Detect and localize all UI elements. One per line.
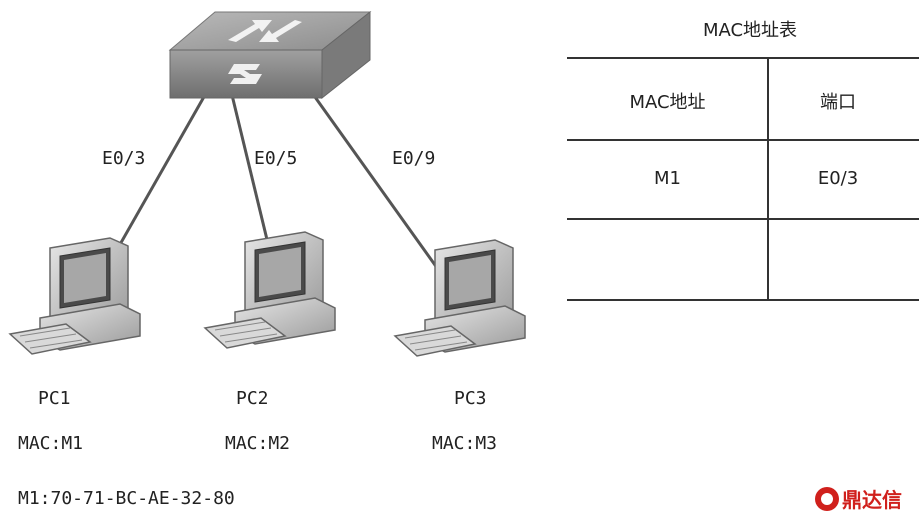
pc-name-2: PC2 xyxy=(236,388,269,409)
cable-e0-9 xyxy=(308,89,442,273)
brand-logo: 鼎达信 xyxy=(815,484,902,513)
pc-mac-1: MAC:M1 xyxy=(18,433,84,454)
mac-table-header-mac: MAC地址 xyxy=(629,92,706,113)
mac-table-header-port: 端口 xyxy=(820,92,856,113)
pc-mac-3: MAC:M3 xyxy=(432,433,498,454)
pc-icon xyxy=(393,239,526,357)
mac-table-cell-port: E0/3 xyxy=(817,168,859,189)
port-label-e0-9: E0/9 xyxy=(392,148,436,169)
mac-table-grid xyxy=(567,57,919,301)
cable-e0-5 xyxy=(230,94,272,253)
port-label-e0-3: E0/3 xyxy=(102,148,146,169)
mac-table-cell-mac: M1 xyxy=(654,168,681,189)
switch-icon xyxy=(168,10,372,100)
mac-table-title: MAC地址表 xyxy=(702,20,798,41)
cable-e0-3 xyxy=(108,94,207,263)
pc-name-3: PC3 xyxy=(454,388,487,409)
pc-icon xyxy=(8,237,141,355)
brand-logo-icon xyxy=(815,486,839,511)
pc-icon xyxy=(203,231,336,349)
pc-name-1: PC1 xyxy=(38,388,71,409)
mac-footnote: M1:70-71-BC-AE-32-80 xyxy=(18,488,235,509)
port-label-e0-5: E0/5 xyxy=(254,148,298,169)
pc-mac-2: MAC:M2 xyxy=(225,433,291,454)
brand-logo-text: 鼎达信 xyxy=(842,488,902,512)
